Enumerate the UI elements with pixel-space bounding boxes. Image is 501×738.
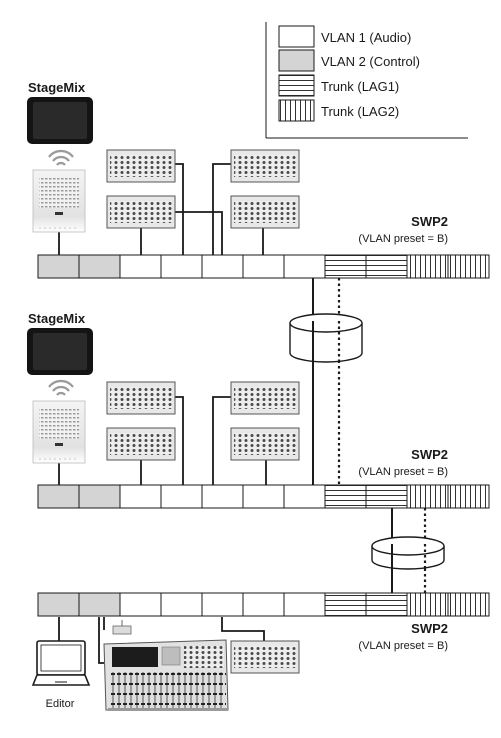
wireless-access-point bbox=[32, 169, 86, 233]
switch-1-preset: (VLAN preset = B) bbox=[358, 233, 448, 245]
legend-swatch-lag2 bbox=[278, 99, 315, 122]
switch-2-name: SWP2 bbox=[411, 447, 448, 462]
switch-port-vlan1 bbox=[160, 484, 203, 509]
switch-3-name: SWP2 bbox=[411, 621, 448, 636]
lag-bundle-1 bbox=[289, 313, 363, 363]
switch-port-vlan1 bbox=[160, 592, 203, 617]
switch-port-vlan1 bbox=[160, 254, 203, 279]
switch-port-vlan1 bbox=[201, 592, 244, 617]
legend-label-lag1: Trunk (LAG1) bbox=[321, 79, 399, 94]
legend-label-vlan1: VLAN 1 (Audio) bbox=[321, 30, 411, 45]
stagemix-label-2: StageMix bbox=[28, 311, 86, 326]
switch-port-lag1 bbox=[324, 254, 367, 279]
switch-port-vlan2 bbox=[78, 592, 121, 617]
stagebox-1 bbox=[106, 149, 176, 183]
legend-label-lag2: Trunk (LAG2) bbox=[321, 104, 399, 119]
swp2-switch-1 bbox=[37, 254, 490, 279]
switch-port-vlan2 bbox=[78, 254, 121, 279]
switch-port-lag2 bbox=[447, 592, 490, 617]
switch-port-lag2 bbox=[406, 484, 449, 509]
switch-port-vlan1 bbox=[283, 254, 326, 279]
switch-port-vlan1 bbox=[201, 484, 244, 509]
stagebox-4 bbox=[230, 195, 300, 229]
laptop-icon bbox=[31, 640, 91, 686]
wireless-access-point bbox=[32, 400, 86, 464]
switch-port-vlan1 bbox=[242, 592, 285, 617]
legend: VLAN 1 (Audio) VLAN 2 (Control) Trunk (L… bbox=[265, 22, 468, 139]
wifi-icon bbox=[48, 379, 74, 396]
tablet-icon bbox=[27, 97, 93, 144]
stagebox-6 bbox=[106, 427, 176, 461]
switch-port-lag1 bbox=[324, 484, 367, 509]
switch-port-vlan1 bbox=[283, 484, 326, 509]
stagebox-8 bbox=[230, 427, 300, 461]
switch-port-vlan2 bbox=[37, 592, 80, 617]
legend-swatch-vlan1 bbox=[278, 25, 315, 48]
stagebox-3 bbox=[230, 149, 300, 183]
mini-router-icon bbox=[112, 620, 132, 635]
switch-port-vlan1 bbox=[119, 592, 162, 617]
switch-port-vlan2 bbox=[37, 484, 80, 509]
switch-3-preset: (VLAN preset = B) bbox=[358, 640, 448, 652]
switch-port-vlan1 bbox=[119, 254, 162, 279]
switch-port-vlan1 bbox=[119, 484, 162, 509]
switch-port-lag2 bbox=[406, 254, 449, 279]
swp2-switch-2 bbox=[37, 484, 490, 509]
editor-label: Editor bbox=[46, 698, 75, 710]
switch-port-lag1 bbox=[365, 254, 408, 279]
console-link bbox=[98, 657, 104, 664]
stagebox-5 bbox=[106, 381, 176, 415]
switch-1-name: SWP2 bbox=[411, 214, 448, 229]
switch-port-lag1 bbox=[324, 592, 367, 617]
switch-port-lag1 bbox=[365, 592, 408, 617]
legend-swatch-lag1 bbox=[278, 74, 315, 97]
switch-port-vlan1 bbox=[242, 484, 285, 509]
switch-port-vlan1 bbox=[283, 592, 326, 617]
wifi-icon bbox=[48, 149, 74, 166]
switch-port-vlan1 bbox=[201, 254, 244, 279]
stagebox-2 bbox=[106, 195, 176, 229]
switch-port-lag1 bbox=[365, 484, 408, 509]
stagemix-label-1: StageMix bbox=[28, 80, 86, 95]
switch-port-lag2 bbox=[447, 484, 490, 509]
stagebox-7 bbox=[230, 381, 300, 415]
swp2-switch-3 bbox=[37, 592, 490, 617]
switch-port-vlan1 bbox=[242, 254, 285, 279]
legend-label-vlan2: VLAN 2 (Control) bbox=[321, 54, 420, 69]
switch-port-lag2 bbox=[447, 254, 490, 279]
switch-port-vlan2 bbox=[78, 484, 121, 509]
stagebox-9 bbox=[230, 640, 300, 674]
switch-port-lag2 bbox=[406, 592, 449, 617]
switch-2-preset: (VLAN preset = B) bbox=[358, 466, 448, 478]
switch-port-vlan2 bbox=[37, 254, 80, 279]
lag-bundle-2 bbox=[371, 536, 445, 570]
connections bbox=[58, 163, 427, 657]
legend-swatch-vlan2 bbox=[278, 49, 315, 72]
tablet-icon bbox=[27, 328, 93, 375]
mixing-console bbox=[103, 639, 229, 711]
